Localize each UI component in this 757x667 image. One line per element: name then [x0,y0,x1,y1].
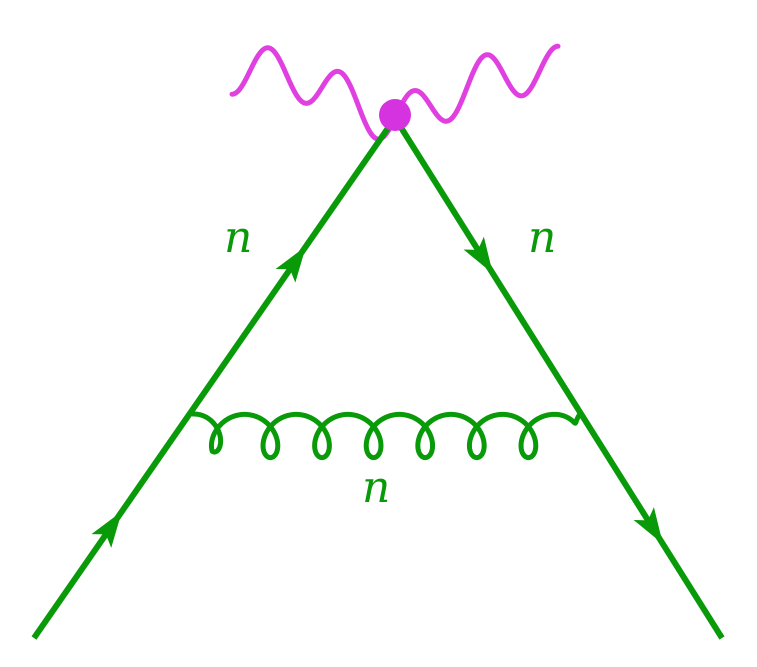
label-outgoing-upper: n [528,212,556,263]
label-incoming-upper: n [224,212,252,263]
arrow-incoming-lower [91,511,122,548]
label-gluon: n [362,462,390,513]
incoming-fermion-line [31,116,398,640]
vertex-dot [379,99,411,131]
outgoing-fermion-line [392,116,725,640]
arrow-incoming-upper [275,246,306,283]
arrow-outgoing-lower [633,507,663,545]
gluon-line [190,411,583,461]
arrow-outgoing-upper [463,236,493,274]
